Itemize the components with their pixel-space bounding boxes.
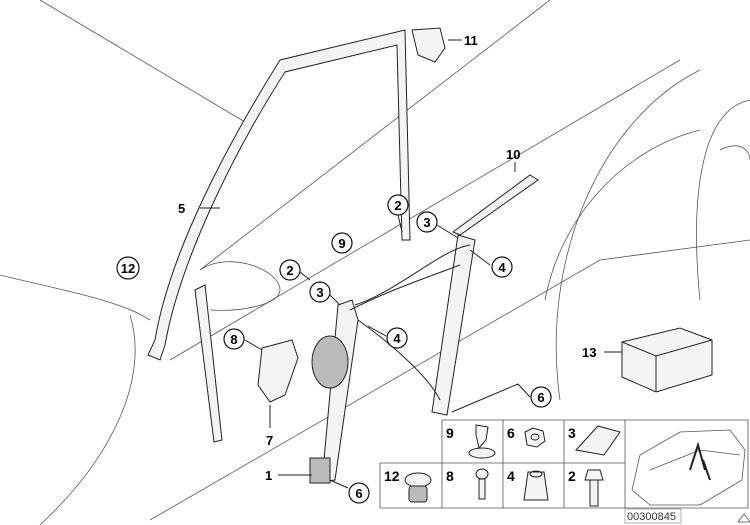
callout-4a: 4 bbox=[491, 256, 513, 278]
callout-10: 10 bbox=[506, 147, 520, 162]
grid-cell-6: 6 bbox=[507, 425, 546, 448]
window-regulator bbox=[309, 234, 476, 484]
grid-cell-12: 12 bbox=[384, 468, 432, 503]
callout-11: 11 bbox=[464, 33, 478, 48]
svg-text:4: 4 bbox=[393, 331, 401, 346]
svg-text:12: 12 bbox=[121, 261, 135, 276]
svg-text:6: 6 bbox=[537, 390, 544, 405]
callout-13: 13 bbox=[582, 345, 596, 360]
callout-4b: 4 bbox=[386, 327, 408, 349]
callout-1: 1 bbox=[265, 468, 272, 483]
grid-cell-9: 9 bbox=[446, 424, 496, 459]
leader-lines bbox=[200, 39, 622, 489]
callout-3a: 3 bbox=[416, 211, 438, 233]
svg-text:11: 11 bbox=[464, 33, 478, 48]
part-13-box bbox=[621, 327, 713, 393]
callout-6b: 6 bbox=[530, 386, 552, 408]
svg-text:7: 7 bbox=[266, 433, 273, 448]
diagram-code: 00300845 bbox=[627, 511, 676, 523]
svg-text:3: 3 bbox=[568, 425, 576, 441]
svg-text:6: 6 bbox=[355, 486, 362, 501]
svg-text:3: 3 bbox=[423, 215, 430, 230]
svg-text:8: 8 bbox=[230, 332, 237, 347]
svg-text:1: 1 bbox=[265, 468, 272, 483]
callout-8: 8 bbox=[223, 328, 245, 350]
part-11-trim bbox=[411, 27, 446, 63]
callout-3b: 3 bbox=[309, 281, 331, 303]
callout-2b: 2 bbox=[279, 259, 301, 281]
grid-cell-3: 3 bbox=[568, 425, 621, 456]
door-frame-seal bbox=[147, 29, 411, 443]
svg-text:10: 10 bbox=[506, 147, 520, 162]
diagram-code-box bbox=[624, 508, 682, 524]
triangle-icon bbox=[737, 513, 750, 523]
callout-7: 7 bbox=[266, 433, 273, 448]
svg-text:2: 2 bbox=[568, 468, 576, 484]
svg-text:9: 9 bbox=[338, 236, 345, 251]
svg-text:12: 12 bbox=[384, 468, 400, 484]
svg-text:8: 8 bbox=[446, 468, 454, 484]
part-10-strip bbox=[452, 174, 539, 236]
callout-6a: 6 bbox=[348, 482, 370, 504]
callout-9: 9 bbox=[331, 232, 353, 254]
grid-cell-8: 8 bbox=[446, 468, 489, 500]
part-8-motor bbox=[257, 339, 299, 403]
svg-text:5: 5 bbox=[178, 201, 185, 216]
hardware-grid: 9 6 3 12 8 4 2 bbox=[379, 419, 749, 509]
svg-text:2: 2 bbox=[394, 198, 401, 213]
callout-2a: 2 bbox=[387, 194, 409, 216]
callout-12: 12 bbox=[116, 256, 140, 280]
svg-text:9: 9 bbox=[446, 425, 454, 441]
svg-text:4: 4 bbox=[507, 468, 515, 484]
grid-cell-4: 4 bbox=[507, 468, 549, 501]
svg-text:3: 3 bbox=[316, 285, 323, 300]
svg-text:13: 13 bbox=[582, 345, 596, 360]
svg-text:4: 4 bbox=[498, 260, 506, 275]
car-locator-thumbnail bbox=[631, 429, 746, 506]
grid-cell-2: 2 bbox=[568, 468, 604, 507]
svg-text:2: 2 bbox=[286, 263, 293, 278]
svg-text:6: 6 bbox=[507, 425, 515, 441]
callout-5: 5 bbox=[178, 201, 185, 216]
